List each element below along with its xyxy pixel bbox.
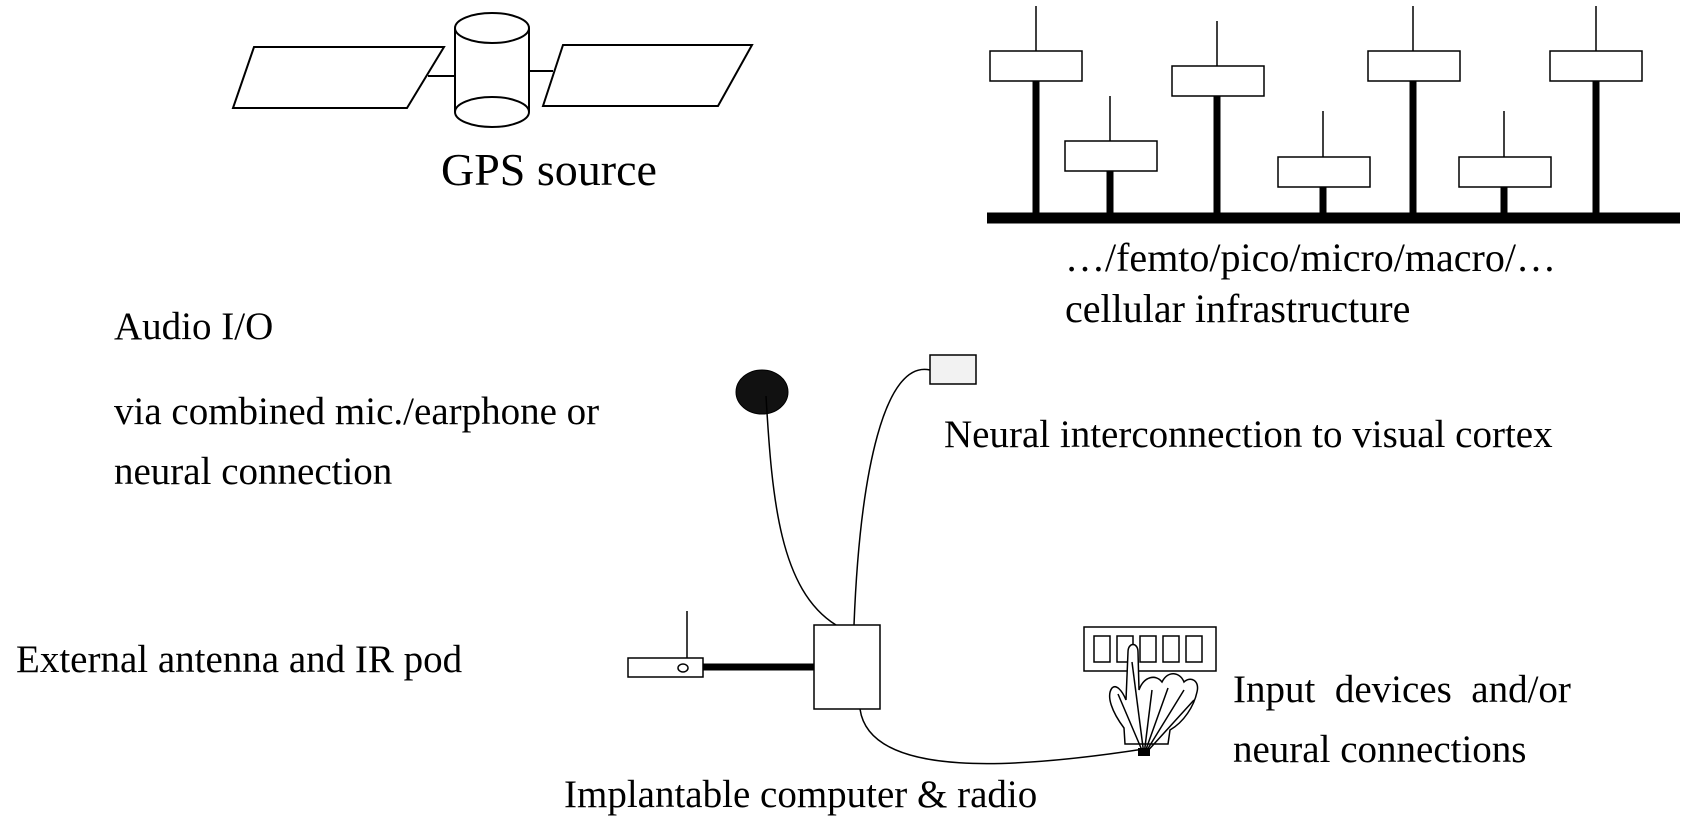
satellite-body bbox=[454, 12, 530, 128]
cellular-infrastructure-label: cellular infrastructure bbox=[1065, 286, 1410, 331]
cell-tower-5 bbox=[1367, 6, 1461, 213]
implant-computer-icon bbox=[813, 624, 881, 710]
antenna-label: External antenna and IR pod bbox=[16, 638, 463, 681]
input-devices-label-line2: neural connections bbox=[1233, 728, 1526, 771]
earphone-icon bbox=[735, 369, 789, 415]
cellular-tiers-label: …/femto/pico/micro/macro/… bbox=[1065, 235, 1556, 280]
connection-wires bbox=[765, 368, 1145, 765]
cellular-infrastructure-icon bbox=[987, 6, 1680, 224]
cell-tower-2 bbox=[1064, 96, 1158, 213]
audio-wire bbox=[765, 395, 837, 626]
input-devices-label-line1: Input devices and/or bbox=[1233, 668, 1571, 711]
visual-cortex-wire bbox=[853, 368, 931, 626]
gps-satellite-icon bbox=[231, 12, 754, 128]
visual-cortex-node-icon bbox=[929, 354, 977, 385]
input-device-icon bbox=[1083, 626, 1217, 756]
satellite-left-panel bbox=[231, 46, 446, 109]
gps-source-label: GPS source bbox=[441, 144, 657, 195]
hand-icon bbox=[1108, 643, 1199, 756]
cell-tower-6 bbox=[1458, 111, 1552, 213]
cell-tower-1 bbox=[989, 6, 1083, 213]
cell-tower-7 bbox=[1549, 6, 1643, 213]
audio-description-line2: neural connection bbox=[114, 450, 392, 493]
satellite-right-panel bbox=[541, 44, 754, 107]
audio-description-line1: via combined mic./earphone or bbox=[114, 390, 599, 433]
cell-tower-4 bbox=[1277, 111, 1371, 213]
cell-tower-3 bbox=[1171, 21, 1265, 213]
audio-io-title: Audio I/O bbox=[114, 305, 273, 348]
neural-visual-label: Neural interconnection to visual cortex bbox=[944, 413, 1553, 456]
antenna-pod-icon bbox=[627, 611, 704, 678]
neural-contact-node bbox=[1138, 748, 1150, 756]
implant-computer-label: Implantable computer & radio bbox=[564, 773, 1037, 816]
input-device-wire bbox=[859, 708, 1145, 765]
